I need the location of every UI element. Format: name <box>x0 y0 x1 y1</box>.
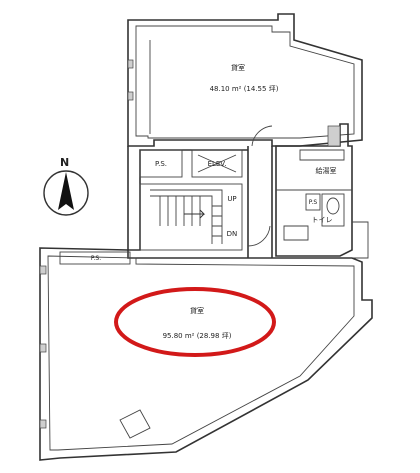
compass-ring-icon <box>43 170 89 216</box>
highlight-ellipse <box>114 287 276 357</box>
core-area <box>127 146 248 251</box>
ps-upper-label: P.S. <box>155 160 167 168</box>
lower-office-area: 95.80 m² (28.98 坪) <box>163 332 232 340</box>
service-wing <box>247 123 369 259</box>
ps-lower-label: P.S. <box>91 255 101 262</box>
upper-office-area: 48.10 m² (14.55 坪) <box>210 85 279 93</box>
elevator-shaft <box>191 149 243 178</box>
compass-label: N <box>60 156 69 169</box>
compass: N <box>43 156 89 216</box>
upper-office-walls <box>127 13 363 147</box>
toilet-bowl-icon <box>326 197 340 215</box>
kitchen-label: 給湯室 <box>316 166 337 175</box>
north-arrow-icon <box>58 172 74 210</box>
toilet-label: トイレ <box>312 216 333 224</box>
stair-up-label: UP <box>227 195 236 203</box>
lower-office-walls <box>39 247 373 461</box>
elevator-label: ELEV. <box>208 160 227 168</box>
lower-office-name: 貸室 <box>190 306 204 315</box>
ps-small-label: P.S <box>309 199 318 206</box>
ps-small-room <box>305 193 321 211</box>
ps-lower-room <box>59 251 131 265</box>
upper-office-name: 貸室 <box>231 63 245 72</box>
stairwell <box>139 183 243 251</box>
ps-upper-room <box>139 149 183 178</box>
stair-down-label: DN <box>227 230 238 238</box>
